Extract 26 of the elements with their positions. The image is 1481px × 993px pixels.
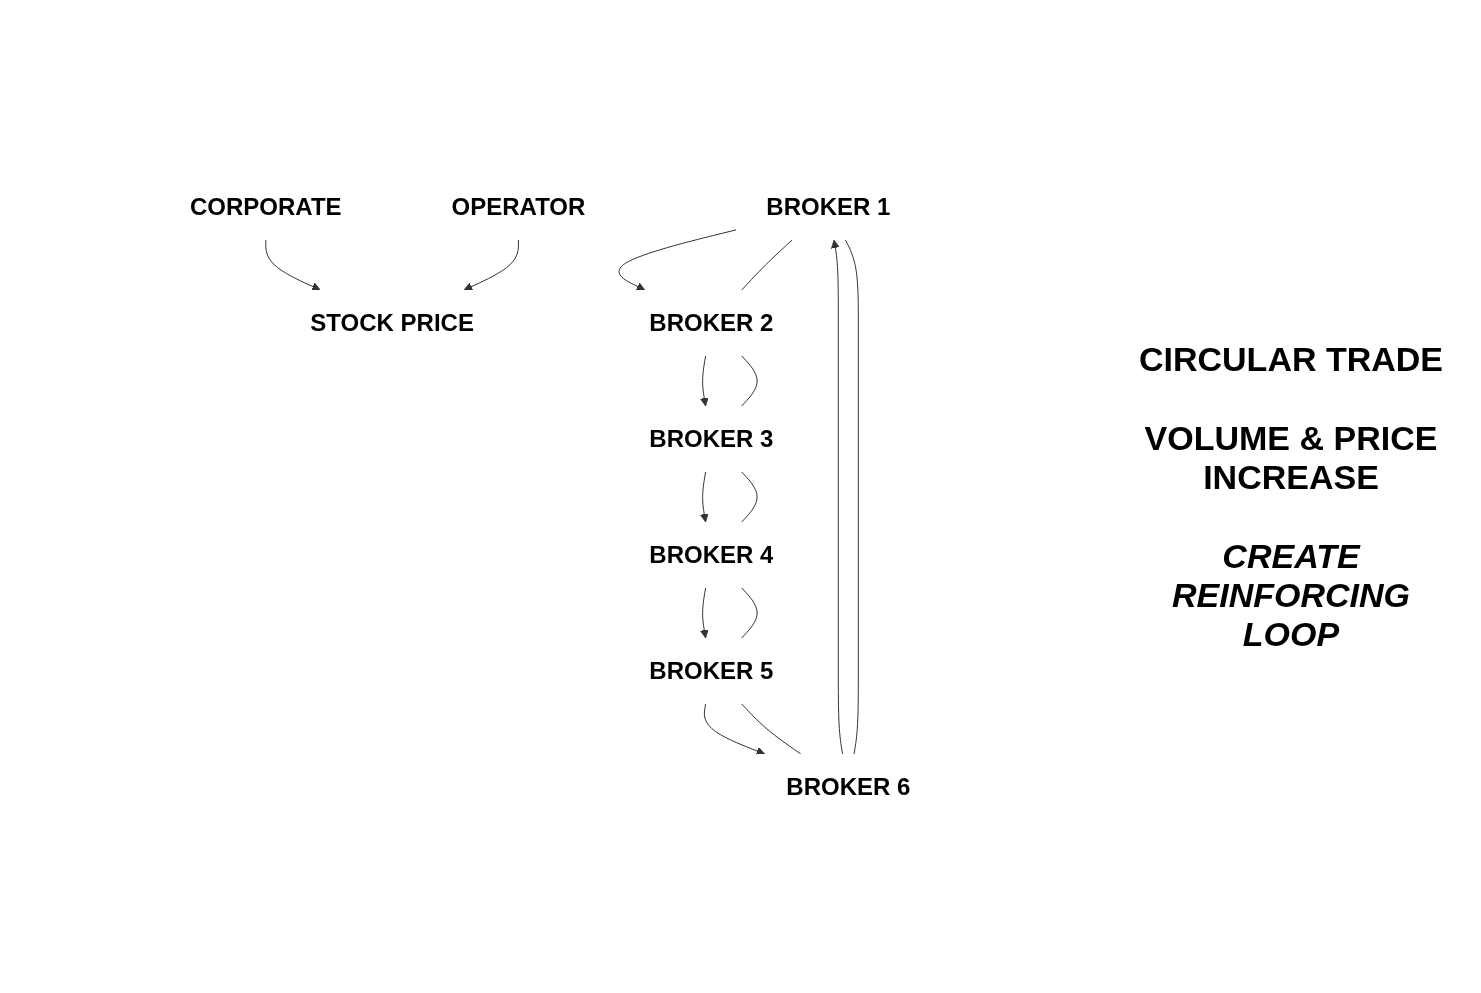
connector (741, 703, 802, 754)
node-text: BROKER 1 (766, 192, 891, 220)
arrow (700, 587, 709, 638)
connector (741, 239, 793, 290)
node-text: BROKER 2 (649, 308, 774, 336)
arrow (700, 471, 709, 522)
node-text: BROKER 3 (649, 424, 774, 452)
arrow (831, 239, 844, 754)
note-text: VOLUME & PRICE INCREASE (1143, 418, 1439, 497)
arrow (700, 355, 709, 406)
node-text: STOCK PRICE (310, 308, 475, 336)
arrow (704, 703, 766, 755)
arrow (618, 228, 738, 290)
node-text: CORPORATE (190, 192, 342, 220)
arrow (463, 239, 520, 291)
note-text: CIRCULAR TRADE (1137, 339, 1445, 379)
arrow (265, 239, 321, 291)
node-text: OPERATOR (451, 192, 586, 220)
connector (845, 239, 860, 754)
node-text: BROKER 6 (786, 772, 911, 800)
note-text: CREATE REINFORCING LOOP (1171, 536, 1411, 654)
node-text: BROKER 5 (649, 656, 774, 684)
node-text: BROKER 4 (649, 540, 774, 568)
connector (741, 355, 758, 406)
connector (741, 587, 758, 638)
connector (741, 471, 758, 522)
